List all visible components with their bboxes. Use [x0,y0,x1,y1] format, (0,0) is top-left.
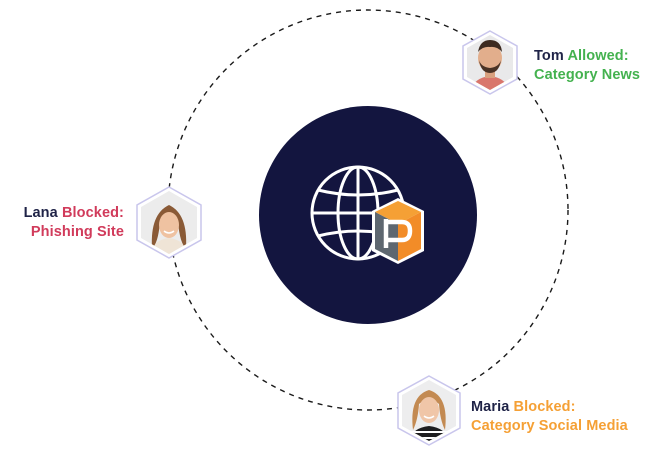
status-detail: Category Social Media [471,418,628,434]
user-name: Tom [534,48,564,64]
tom-status-label: Tom Allowed: Category News [534,47,640,85]
center-disk [259,106,477,324]
orbit-ring [167,9,569,411]
status-detail: Category News [534,67,641,83]
user-name: Maria [471,399,510,415]
woman-avatar-icon [141,191,197,254]
status-text: Blocked: [513,399,576,415]
status-text: Allowed: [567,48,629,64]
man-avatar-icon [467,35,513,90]
cube-logo-icon [372,198,424,264]
user-name: Lana [23,205,58,221]
woman-avatar-icon [402,380,456,441]
lana-avatar [136,186,202,259]
status-detail: Phishing Site [30,224,124,240]
lana-status-label: Lana Blocked: Phishing Site [24,204,124,242]
maria-status-label: Maria Blocked: Category Social Media [471,398,628,436]
maria-avatar [397,375,461,446]
status-text: Blocked: [61,205,124,221]
tom-avatar [462,30,518,95]
